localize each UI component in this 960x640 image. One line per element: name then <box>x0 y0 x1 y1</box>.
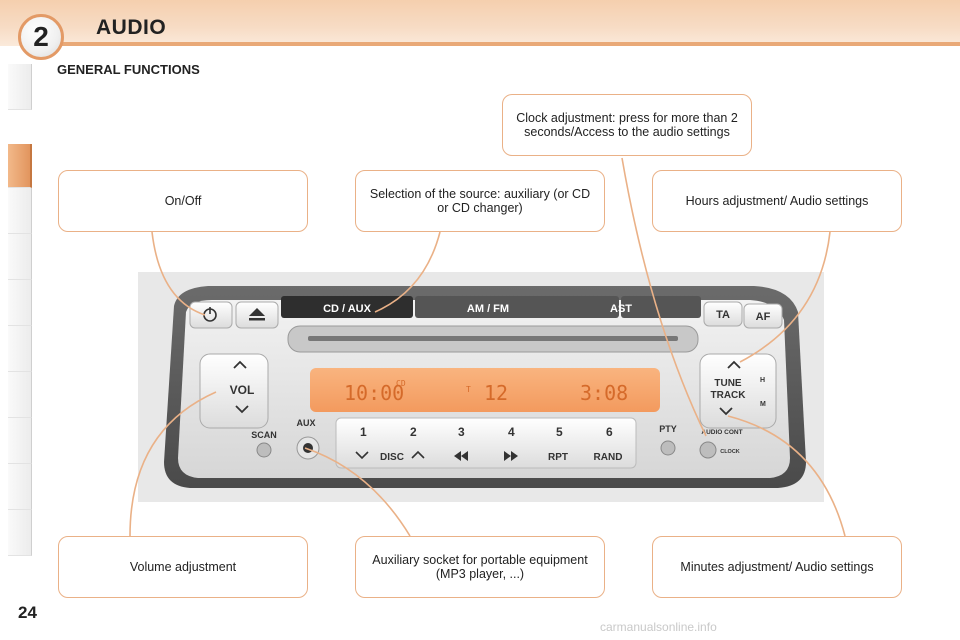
page-number: 24 <box>18 603 37 622</box>
cd-aux-button[interactable] <box>281 296 413 318</box>
section-title: GENERAL FUNCTIONS <box>57 62 200 77</box>
chapter-tab-9[interactable] <box>8 464 32 510</box>
chapter-tab-4[interactable] <box>8 234 32 280</box>
preset-3-label: 3 <box>458 425 465 439</box>
header-rule <box>58 42 960 46</box>
chapter-header <box>0 0 960 46</box>
preset-5-label: 5 <box>556 425 563 439</box>
preset-buttons-panel <box>335 417 637 469</box>
ast-label: AST <box>610 303 632 315</box>
preset-6-label: 6 <box>606 425 613 439</box>
watermark: carmanualsonline.info <box>600 620 717 634</box>
display-cd-indicator: CD <box>396 379 406 388</box>
chapter-tab-2[interactable] <box>8 144 32 188</box>
leader-aux <box>304 447 411 537</box>
cd-slot-opening <box>308 336 678 341</box>
tune-track-rocker[interactable] <box>699 353 777 429</box>
leader-source <box>374 231 441 313</box>
af-label: AF <box>756 311 771 323</box>
fast-forward-icon <box>504 451 518 461</box>
volume-down-icon <box>235 405 249 414</box>
rpt-label: RPT <box>548 452 568 463</box>
chapter-number-badge: 2 <box>18 14 64 60</box>
callout-clock-adjustment: Clock adjustment: press for more than 2 … <box>502 94 752 156</box>
rewind-icon <box>454 451 468 461</box>
callout-volume-adjustment: Volume adjustment <box>58 536 308 598</box>
scan-label: SCAN <box>251 430 277 440</box>
hours-mark: H <box>760 377 765 384</box>
leader-hours <box>739 231 831 363</box>
tune-down-icon <box>719 407 733 416</box>
display-elapsed: 3:08 <box>580 381 628 405</box>
af-button[interactable] <box>743 303 783 329</box>
tune-up-icon <box>727 360 741 369</box>
ta-label: TA <box>716 309 730 321</box>
display-time: 10:00 <box>344 381 404 405</box>
am-fm-label: AM / FM <box>467 303 509 315</box>
power-button[interactable] <box>189 301 233 329</box>
radio-illustration: CD / AUX AM / FM AST TA AF 10:00 CD T 12… <box>138 272 824 502</box>
audio-cont-label: AUDIO CONT <box>701 429 742 436</box>
leader-minutes <box>727 415 846 537</box>
leader-volume <box>129 391 217 537</box>
preset-4-label: 4 <box>508 425 515 439</box>
leader-on-off <box>151 231 206 316</box>
track-label: TRACK <box>711 390 747 401</box>
callout-on-off: On/Off <box>58 170 308 232</box>
chapter-tab-6[interactable] <box>8 326 32 372</box>
disc-down-icon <box>355 451 369 460</box>
am-fm-button[interactable] <box>415 296 619 318</box>
ta-button[interactable] <box>703 301 743 327</box>
aux-label: AUX <box>296 418 315 428</box>
volume-up-icon <box>233 360 247 369</box>
lcd-display <box>310 368 660 412</box>
callout-source-selection: Selection of the source: auxiliary (or C… <box>355 170 605 232</box>
radio-unit: CD / AUX AM / FM AST TA AF 10:00 CD T 12… <box>164 286 806 488</box>
callout-aux-socket: Auxiliary socket for portable equipment … <box>355 536 605 598</box>
eject-icon <box>249 308 265 321</box>
disc-up-icon <box>411 450 425 459</box>
preset-2-label: 2 <box>410 425 417 439</box>
page-title: AUDIO <box>96 16 167 39</box>
cd-aux-label: CD / AUX <box>323 303 372 315</box>
rand-label: RAND <box>594 452 623 463</box>
display-t-indicator: T <box>466 385 471 394</box>
chapter-tabs <box>0 64 34 574</box>
chapter-tab-7[interactable] <box>8 372 32 418</box>
minutes-mark: M <box>760 401 766 408</box>
chapter-tab-10[interactable] <box>8 510 32 556</box>
callout-hours-adjustment: Hours adjustment/ Audio settings <box>652 170 902 232</box>
callout-minutes-adjustment: Minutes adjustment/ Audio settings <box>652 536 902 598</box>
pty-button[interactable] <box>660 440 676 456</box>
display-track: 12 <box>484 381 508 405</box>
leader-clock <box>621 157 707 437</box>
chapter-tab-1[interactable] <box>8 64 32 110</box>
chapter-tab-3[interactable] <box>8 188 32 234</box>
vol-label: VOL <box>230 383 255 397</box>
audio-cont-clock-button[interactable] <box>699 441 717 459</box>
disc-label: DISC <box>380 452 404 463</box>
chapter-tab-8[interactable] <box>8 418 32 464</box>
preset-1-label: 1 <box>360 425 367 439</box>
chapter-tab-5[interactable] <box>8 280 32 326</box>
volume-rocker[interactable] <box>199 353 269 429</box>
ast-button[interactable] <box>621 296 701 318</box>
pty-label: PTY <box>659 424 677 434</box>
tune-label: TUNE <box>714 378 742 389</box>
scan-button[interactable] <box>256 442 272 458</box>
clock-label: CLOCK <box>720 449 740 455</box>
